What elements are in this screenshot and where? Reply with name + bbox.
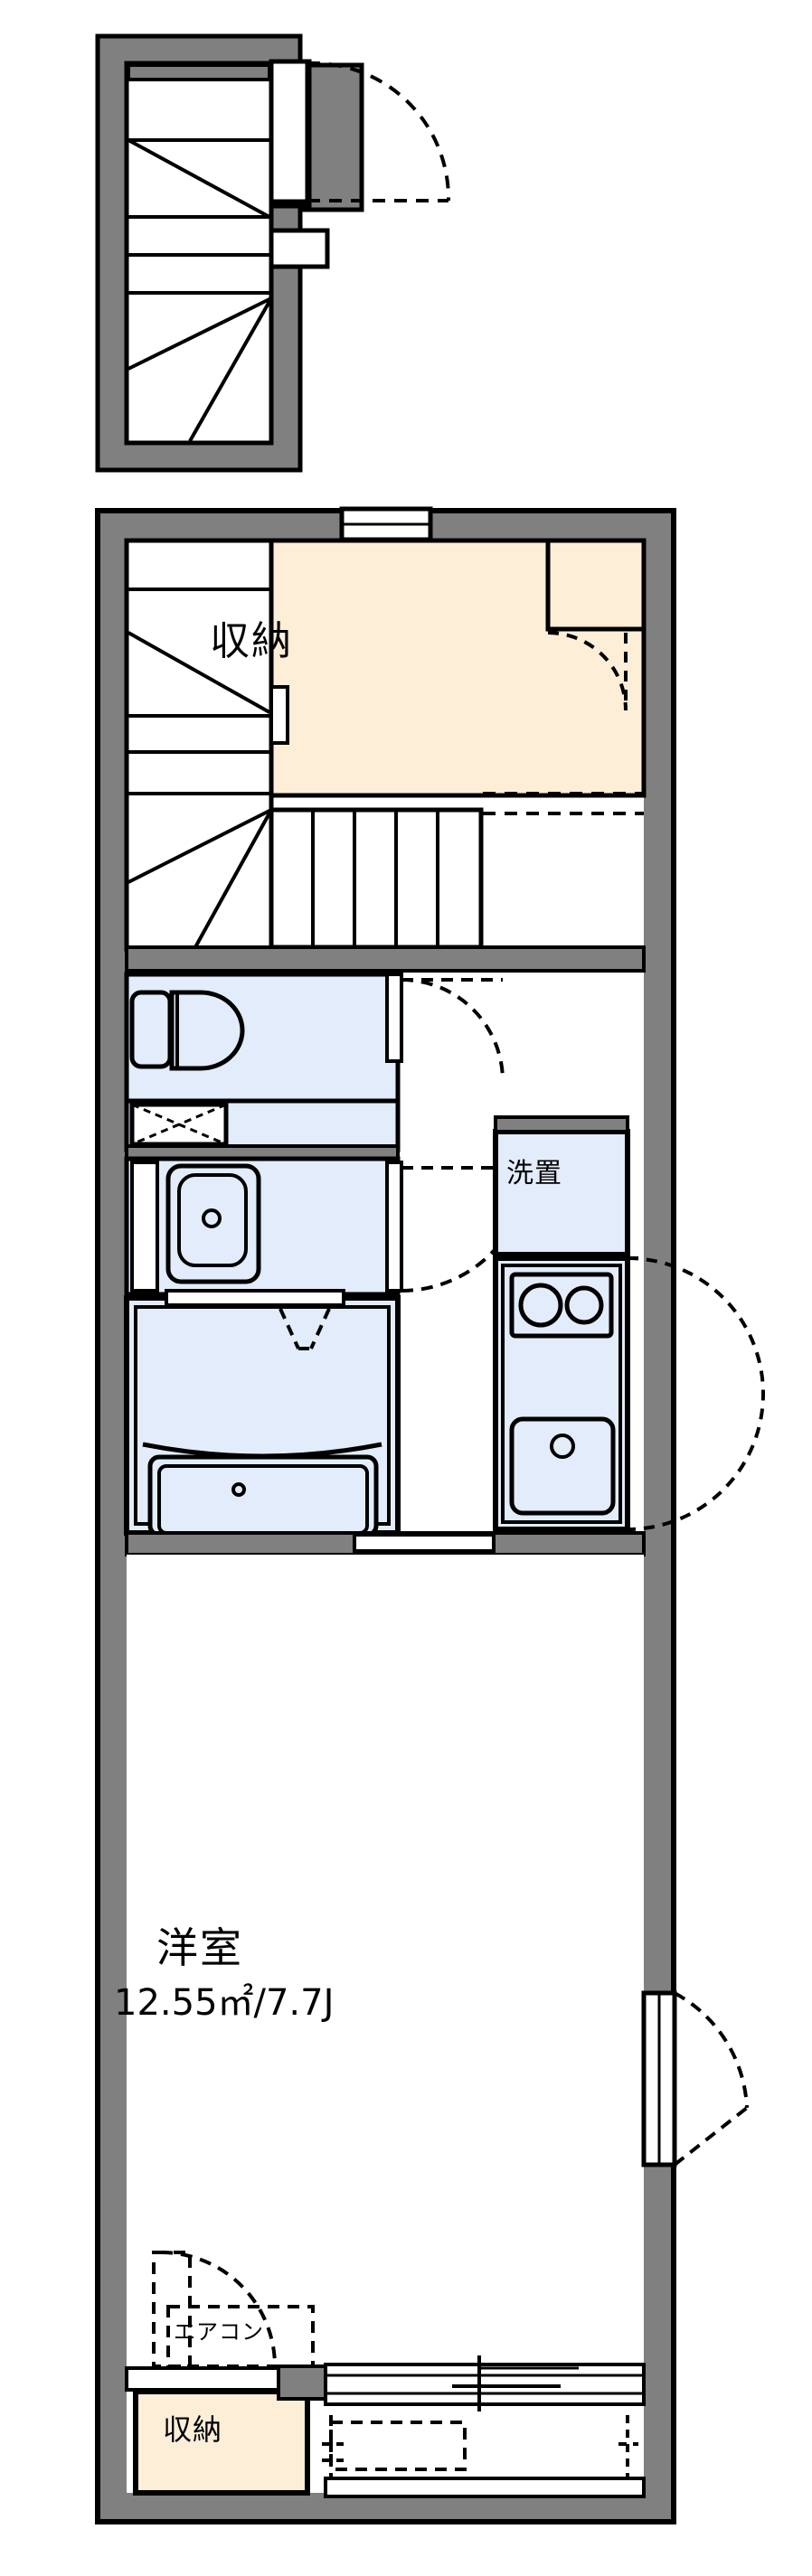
upper-door [269,59,451,204]
stair-winders-lower [127,631,273,948]
top-window [339,506,433,542]
room-washbasin [124,1156,530,1297]
washbasin-fixture [165,1163,261,1284]
laundry-label: 洗置 [506,1158,562,1189]
stair-winders-upper [127,138,273,442]
stair-treads-lower [128,588,269,795]
entrance-door [641,1990,749,2167]
balcony-sliding-window [322,2355,646,2498]
wall-under-stairs [125,945,646,973]
room-storage-lower [125,2364,335,2496]
room-kitchen [493,1255,765,1532]
bathtub-fixture [147,1454,379,1537]
stair-run-hall [269,807,484,950]
kitchen-sink-fixture [509,1416,616,1516]
stove-fixture [509,1272,614,1339]
stair-lower [124,538,484,952]
toilet-fixture [129,990,245,1071]
room-name-label: 洋室 [156,1923,243,1972]
room-laundry [493,1115,630,1257]
upper-stair-plan [95,33,451,473]
towel-rack [129,1102,229,1147]
storage-upper-label: 収納 [210,618,293,664]
stair-treads-upper [128,138,269,295]
room-unit-bath [124,1289,401,1537]
air-conditioner-label: エアコン [174,2319,264,2345]
storage-lower-label: 収納 [163,2412,223,2447]
room-area-label: 12.55㎡/7.7J [114,1982,335,2024]
